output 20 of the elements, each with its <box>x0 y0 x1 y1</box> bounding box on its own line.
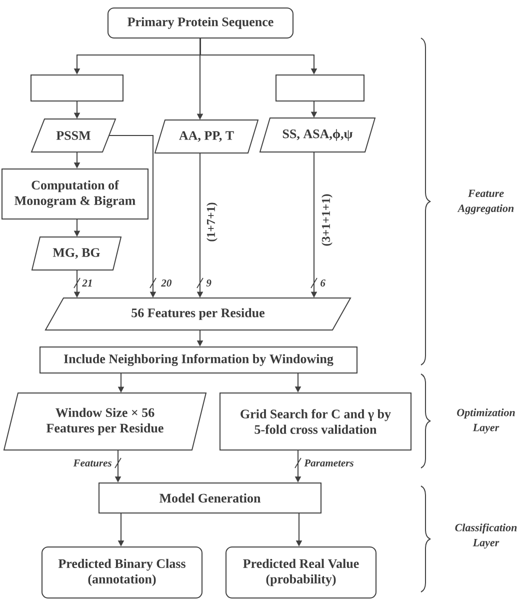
vertical-label: (3+1+1+1) <box>322 194 332 246</box>
process-box <box>30 74 124 102</box>
rounded-box: Predicted Real Value (probability) <box>226 546 376 598</box>
section-label: Feature Aggregation <box>457 190 514 214</box>
edge-label: Parameters <box>304 460 354 466</box>
rounded-box: Primary Protein Sequence <box>108 8 294 38</box>
section-label: Optimization Layer <box>457 408 515 434</box>
edge-label: 6 <box>320 279 326 287</box>
edge-label: 9 <box>206 279 212 287</box>
edge-label: Features <box>73 460 112 466</box>
process-box: Include Neighboring Information by Windowing <box>40 346 358 374</box>
process-box: Grid Search for C and γ by 5-fold cross validation <box>220 392 412 450</box>
edge-label: 20 <box>161 279 172 287</box>
process-box: Model Generation <box>98 482 322 514</box>
rounded-box: Predicted Binary Class (annotation) <box>42 546 202 598</box>
edge-label: 21 <box>82 280 92 286</box>
section-label: Classification Layer <box>455 523 517 549</box>
vertical-label: (1+7+1) <box>206 202 218 242</box>
process-box: Computation of Monogram & Bigram <box>2 168 148 220</box>
process-box <box>276 74 364 102</box>
